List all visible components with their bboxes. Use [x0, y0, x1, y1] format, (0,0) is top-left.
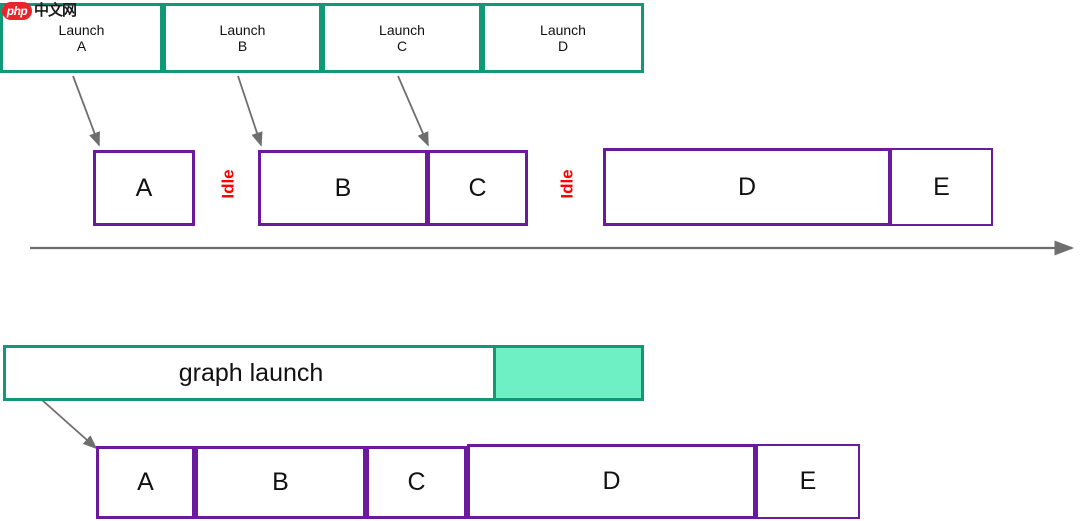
- graph-kernel-label: A: [137, 468, 154, 497]
- arrow-launch-c-to-exec-c: [397, 75, 429, 147]
- stream-kernel-label: A: [135, 173, 153, 202]
- stream-kernel-a[interactable]: A: [93, 150, 195, 226]
- launch-box-label: Launch B: [219, 21, 266, 54]
- launch-box-launch-c[interactable]: Launch C: [322, 3, 482, 73]
- watermark-php-badge: php: [2, 2, 32, 20]
- idle-label-2: Idle: [557, 169, 577, 199]
- launch-box-launch-b[interactable]: Launch B: [163, 3, 322, 73]
- graph-launch-fill: [493, 345, 644, 401]
- graph-kernel-a[interactable]: A: [96, 446, 195, 519]
- watermark-chinese-text: 中文网: [34, 2, 77, 19]
- arrow-graph-to-exec-a: [41, 399, 98, 450]
- graph-kernel-label: C: [407, 468, 426, 497]
- launch-box-label: Launch C: [379, 21, 425, 54]
- arrow-launch-b-to-exec-b: [237, 75, 263, 147]
- graph-launch-label: graph launch: [178, 358, 324, 387]
- stream-kernel-b[interactable]: B: [258, 150, 428, 226]
- stream-kernel-d[interactable]: D: [603, 148, 891, 226]
- watermark-logo: php 中文网: [2, 1, 77, 21]
- stream-kernel-label: E: [933, 172, 950, 201]
- idle-label-1: Idle: [218, 169, 238, 199]
- graph-kernel-d[interactable]: D: [467, 444, 756, 519]
- graph-kernel-b[interactable]: B: [195, 446, 366, 519]
- graph-kernel-label: B: [272, 468, 289, 497]
- stream-kernel-c[interactable]: C: [427, 150, 528, 226]
- graph-kernel-label: D: [602, 467, 621, 496]
- arrow-launch-a-to-exec-a: [72, 75, 100, 147]
- graph-kernel-label: E: [799, 467, 817, 496]
- graph-kernel-e[interactable]: E: [756, 444, 860, 519]
- launch-box-launch-d[interactable]: Launch D: [482, 3, 644, 73]
- stream-kernel-e[interactable]: E: [890, 148, 993, 226]
- graph-kernel-c[interactable]: C: [366, 446, 467, 519]
- launch-box-label: Launch A: [58, 21, 105, 54]
- stream-kernel-label: C: [468, 173, 487, 202]
- stream-kernel-label: D: [737, 172, 757, 201]
- stream-kernel-label: B: [334, 173, 352, 202]
- launch-box-label: Launch D: [540, 21, 586, 54]
